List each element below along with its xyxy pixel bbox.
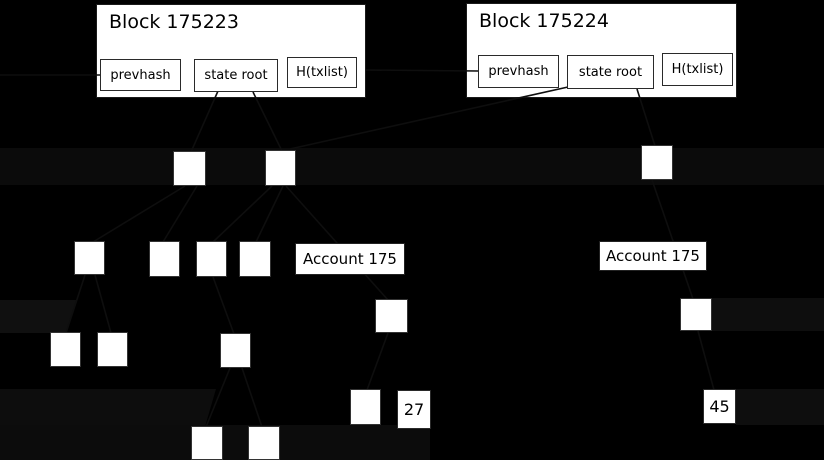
value-box-old: 27	[397, 390, 431, 429]
account-label-left: Account 175	[295, 243, 405, 275]
tree-node	[196, 241, 227, 277]
prevhash-label: prevhash	[488, 64, 549, 79]
tree-node	[173, 151, 206, 186]
edge	[94, 274, 112, 334]
edge-chain-link	[365, 69, 479, 72]
prevhash-label: prevhash	[110, 67, 171, 83]
tree-node	[149, 241, 180, 277]
tree-node-new-root	[641, 145, 673, 180]
prevhash-field: prevhash	[100, 59, 181, 91]
tree-node	[74, 241, 105, 275]
tree-node-new	[680, 298, 712, 331]
tree-node	[220, 333, 251, 368]
row-band	[712, 298, 824, 331]
edge	[92, 185, 186, 243]
value-box-new: 45	[703, 389, 736, 424]
prevhash-field: prevhash	[478, 55, 559, 88]
row-band	[0, 148, 824, 185]
row-band	[736, 389, 824, 425]
txlist-hash-label: H(txlist)	[296, 65, 348, 80]
state-root-field: state root	[567, 55, 654, 89]
block-title: Block 175224	[479, 10, 609, 32]
value-new-text: 45	[709, 397, 730, 416]
edge-leaf-right	[697, 330, 715, 391]
state-root-label: state root	[204, 68, 268, 83]
txlist-hash-field: H(txlist)	[662, 53, 733, 86]
edge	[205, 367, 231, 428]
row-band	[0, 300, 77, 333]
tree-leaf-node	[350, 389, 381, 425]
state-root-field: state root	[194, 59, 278, 92]
tree-node	[191, 426, 223, 460]
account-label-right: Account 175	[599, 241, 707, 271]
edge	[65, 274, 86, 334]
txlist-hash-label: H(txlist)	[671, 62, 724, 77]
edge	[212, 185, 273, 243]
tree-node	[97, 332, 128, 367]
edge-account-path-right	[651, 179, 694, 300]
value-old-text: 27	[403, 400, 425, 419]
edge	[162, 185, 198, 243]
tree-node	[239, 241, 271, 277]
tree-node	[265, 150, 296, 186]
row-band	[0, 389, 216, 426]
tree-node	[50, 332, 81, 367]
account-label-text: Account 175	[606, 247, 700, 265]
block-title: Block 175223	[109, 11, 239, 33]
account-label-text: Account 175	[303, 250, 397, 268]
edge	[255, 185, 284, 243]
tree-node	[248, 426, 280, 460]
edge-stateroot-left-b	[252, 91, 283, 152]
tree-node	[375, 299, 408, 333]
state-root-label: state root	[578, 64, 643, 80]
txlist-hash-field: H(txlist)	[287, 57, 357, 88]
edge-stateroot-left-a	[190, 90, 219, 153]
edge-leaf-left	[366, 332, 389, 391]
edge	[241, 367, 263, 428]
edge	[212, 276, 235, 335]
